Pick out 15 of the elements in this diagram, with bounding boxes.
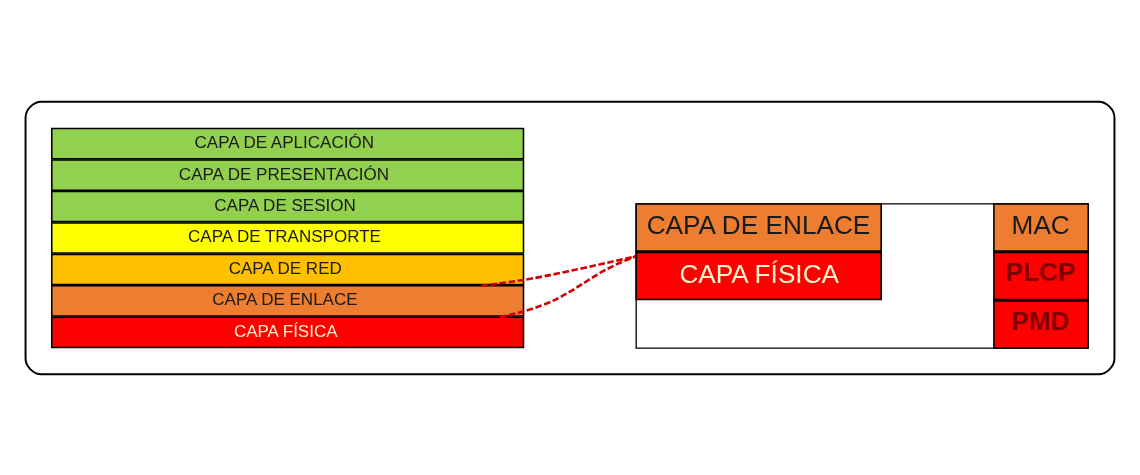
node-box: PMD [993,299,1090,349]
node-box: CAPA DE APLICACIÓN [50,127,525,159]
connector [481,254,637,287]
node-box: CAPA DE ENLACE [50,284,525,317]
node-box: CAPA DE TRANSPORTE [50,221,525,254]
node-box: CAPA DE PRESENTACIÓN [50,158,525,191]
connector [499,254,637,318]
node-box: CAPA DE ENLACE [635,202,882,252]
node-box: CAPA FÍSICA [635,251,882,300]
cluster [24,100,1116,375]
node-box: CAPA DE RED [50,253,525,285]
node-box: PLCP [993,251,1090,300]
node-box: MAC [993,202,1090,252]
node-box: CAPA FÍSICA [50,316,525,348]
node-box: CAPA DE SESION [50,190,525,222]
